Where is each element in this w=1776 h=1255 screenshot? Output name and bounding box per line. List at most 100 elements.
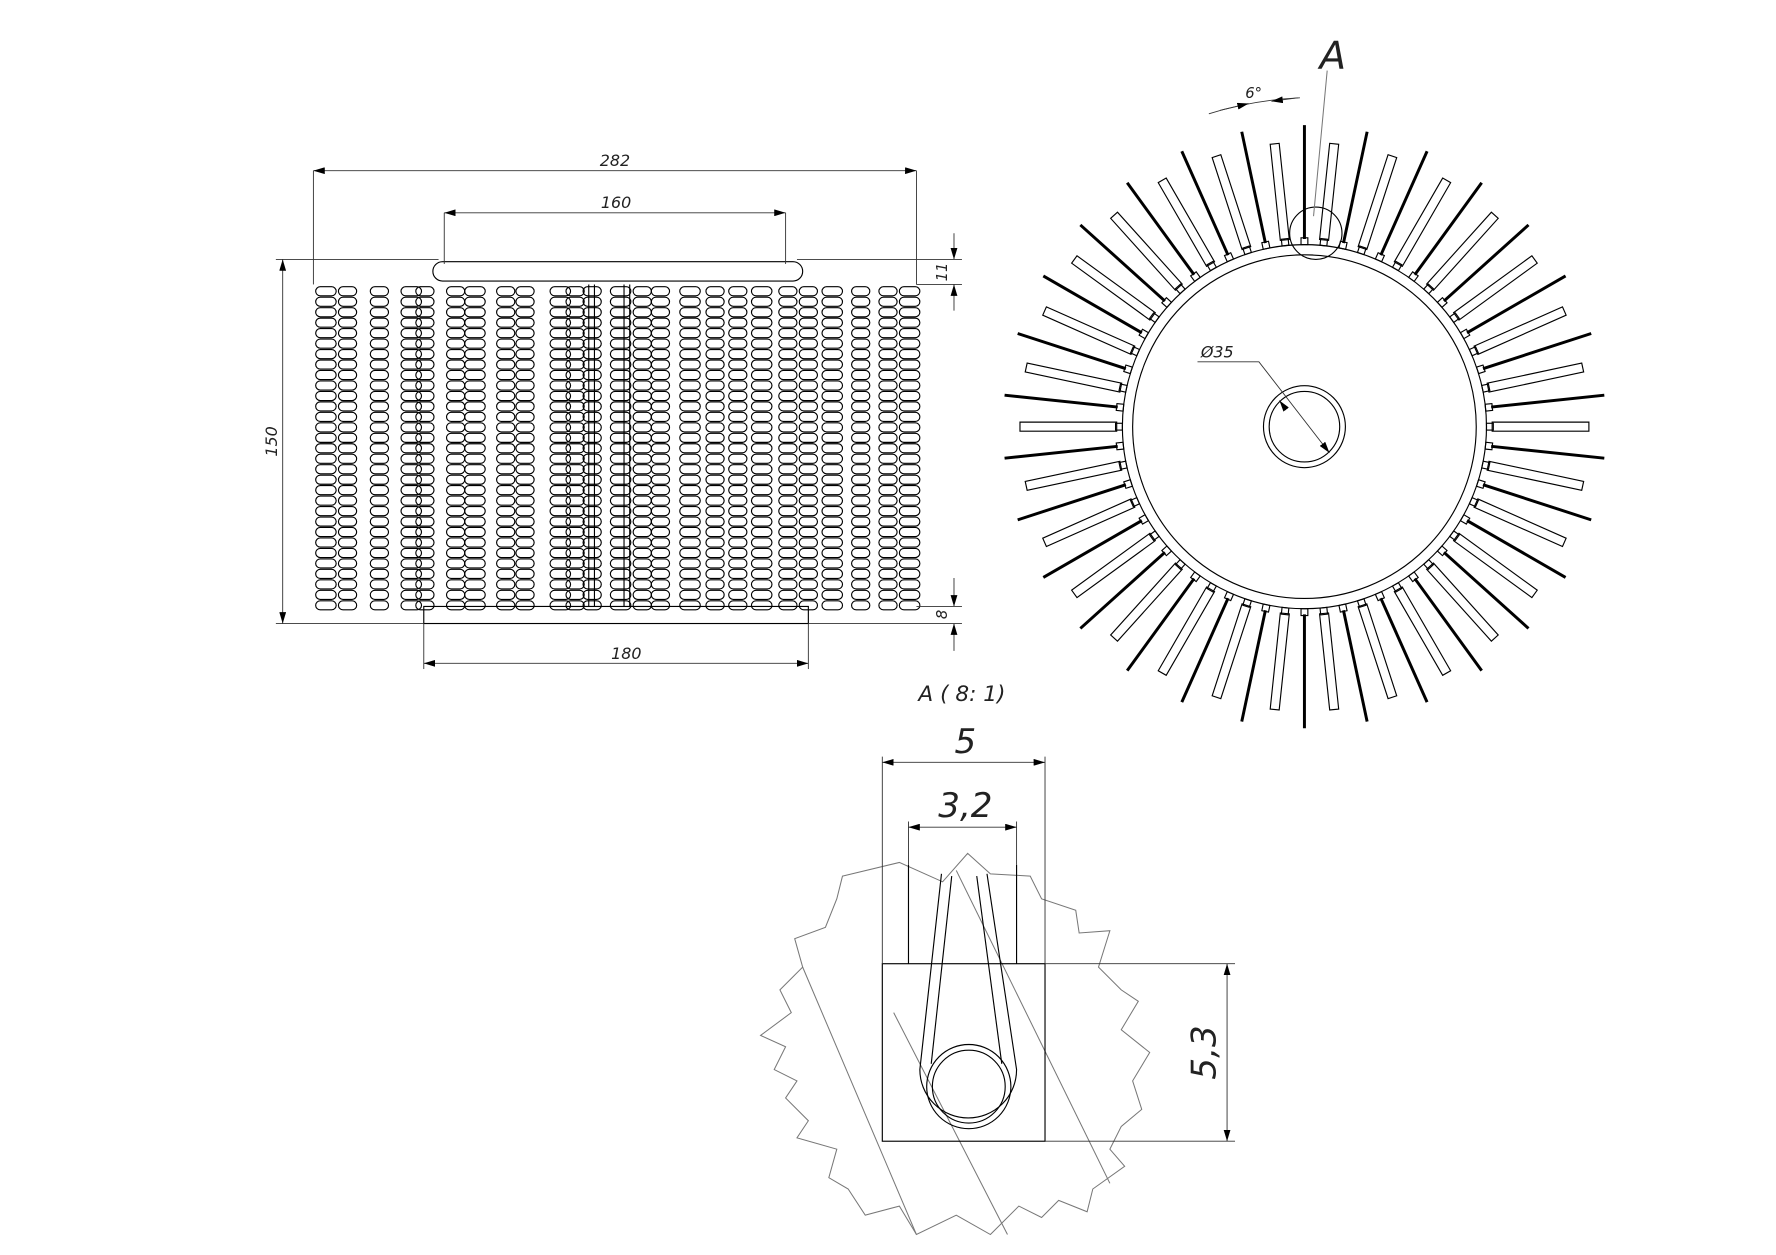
bristle-tuft — [609, 464, 632, 475]
detail-marker-a[interactable]: A — [1289, 33, 1346, 260]
bristle-tuft — [679, 380, 701, 391]
bristle-tuft — [778, 390, 798, 402]
bristle-tuft — [415, 505, 435, 517]
bristle-tuft — [728, 359, 748, 370]
bristle-tuft — [549, 464, 572, 475]
bristle-tuft — [778, 505, 798, 517]
bristle-tuft — [609, 516, 632, 527]
bristle-tuft — [679, 485, 701, 496]
bristle-tuft — [609, 526, 632, 538]
bristle-wire — [1180, 150, 1230, 256]
bristle-tuft — [632, 422, 652, 433]
dim-label: 160 — [601, 193, 631, 212]
bristle-tuft — [898, 453, 921, 464]
bristle-tuft — [400, 485, 423, 496]
bristle-tuft — [632, 600, 652, 611]
bristle-tuft — [565, 317, 585, 328]
bristle-tuft — [582, 589, 602, 600]
core-inner-circle — [1132, 254, 1477, 600]
bristle-tuft — [650, 600, 671, 611]
bristle-tuft — [679, 401, 701, 412]
bristle-tuft — [565, 600, 585, 611]
bristle-tuft — [337, 579, 358, 590]
bristle-tuft — [549, 505, 572, 517]
bristle-tuft — [400, 411, 423, 423]
bristle-tuft — [821, 547, 844, 559]
bristle-tuft — [515, 464, 535, 475]
bristle-tuft — [496, 432, 516, 443]
bristle-tuft — [337, 589, 358, 600]
bristle-tuft — [878, 464, 898, 475]
bristle-tuft — [679, 464, 701, 475]
bristle-tuft — [445, 474, 466, 485]
bristle-tuft — [851, 348, 871, 360]
bristle-tuft — [369, 568, 390, 580]
bristle-tuft — [728, 348, 748, 360]
bristle-tuft — [337, 348, 358, 360]
bristle-tuft — [851, 432, 871, 443]
bristle-tuft — [496, 579, 516, 590]
bristle-tuft — [821, 558, 844, 569]
bristle-tuft — [337, 485, 358, 496]
bristle-wire — [1017, 483, 1127, 522]
bottom-hub — [423, 605, 809, 625]
bristle-tuft — [464, 443, 486, 454]
bristle-tuft — [565, 474, 585, 485]
bristle-tuft — [650, 401, 671, 412]
bristle-tuft — [705, 485, 725, 496]
bristle-strip — [1357, 154, 1398, 251]
bristle-tuft — [650, 589, 671, 600]
bristle-tuft — [705, 558, 725, 569]
bristle-tuft — [778, 432, 798, 443]
bristle-tuft — [464, 401, 486, 412]
bristle-tuft — [679, 568, 701, 580]
bristle-tuft — [445, 537, 466, 548]
bristle-clip — [1391, 260, 1403, 272]
bristle-tuft — [878, 307, 898, 318]
bristle-tuft — [582, 307, 602, 318]
bristle-tuft — [369, 380, 390, 391]
bristle-tuft — [515, 568, 535, 580]
bristle-tuft — [778, 369, 798, 381]
bristle-tuft — [582, 568, 602, 580]
bristle-tuft — [632, 495, 652, 506]
bristle-tuft — [565, 589, 585, 600]
core-outer-circle — [1121, 244, 1488, 610]
bristle-tuft — [496, 359, 516, 370]
bristle-tuft — [565, 432, 585, 443]
bristle-tuft — [315, 401, 337, 412]
bristle-tuft — [632, 411, 652, 423]
bristle-tuft — [778, 526, 798, 538]
bristle-wire — [1240, 131, 1267, 244]
bristle-tuft — [705, 328, 725, 339]
bristle-tuft — [565, 380, 585, 391]
bristle-tuft — [582, 505, 602, 517]
bristle-tuft — [821, 485, 844, 496]
bristle-tuft — [851, 286, 871, 297]
bristle-wire — [1413, 577, 1483, 672]
bristle-tuft — [549, 307, 572, 318]
bristle-tuft — [400, 474, 423, 485]
bristle-tuft — [878, 579, 898, 590]
bristle-tuft — [650, 547, 671, 559]
bristle-tuft — [632, 359, 652, 370]
bristle-tuft — [851, 558, 871, 569]
bristle-tuft — [728, 600, 748, 611]
bristle-tuft — [400, 369, 423, 381]
bristle-tuft — [728, 286, 748, 297]
bristle-tuft — [609, 369, 632, 381]
bristle-tuft — [851, 338, 871, 349]
bristle-tuft — [415, 296, 435, 307]
bristle-wire — [1042, 519, 1143, 579]
bristle-tuft — [750, 401, 773, 412]
bristle-tuft — [515, 390, 535, 402]
bristle-tuft — [728, 338, 748, 349]
bristle-tuft — [705, 359, 725, 370]
bristle-tuft — [750, 443, 773, 454]
bristle-strip — [1109, 211, 1184, 292]
bristle-tuft — [445, 307, 466, 318]
bristle-tuft — [400, 453, 423, 464]
bristle-tuft — [315, 296, 337, 307]
bristle-tuft — [898, 474, 921, 485]
dim-label: Ø35 — [1200, 342, 1234, 361]
